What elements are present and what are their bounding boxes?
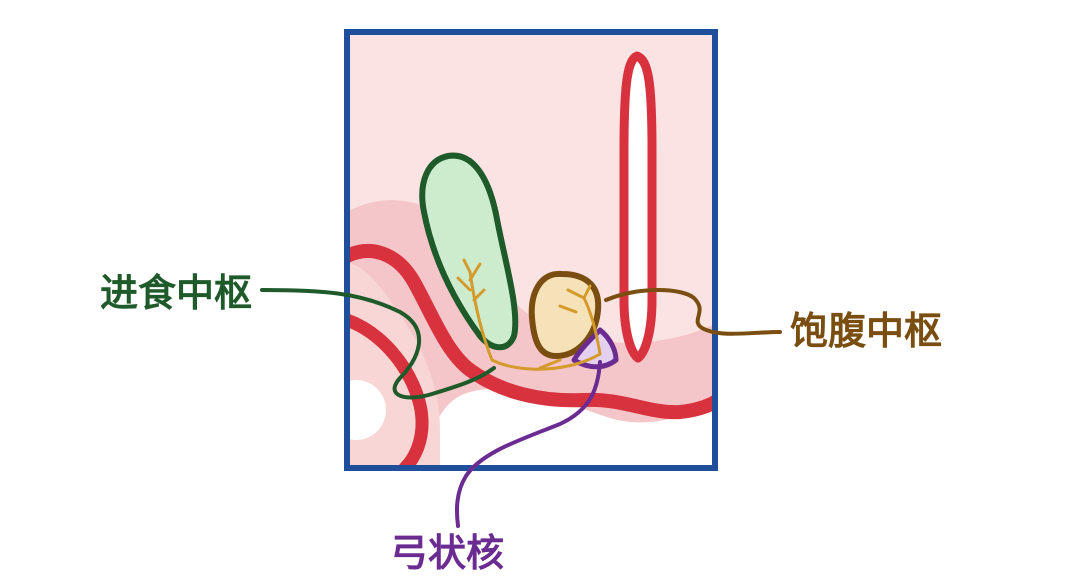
lower-white-region — [420, 388, 715, 468]
satiety-center-leader — [604, 288, 782, 336]
red-contour — [347, 244, 715, 420]
arcuate-nucleus-region — [571, 327, 619, 370]
feeding-center-label: 进食中枢 — [100, 271, 252, 315]
ventricle — [619, 51, 657, 363]
left-red-curve — [347, 313, 429, 468]
feeding-center-leader — [260, 288, 496, 400]
brain-section-panel — [344, 29, 718, 471]
left-pocket — [347, 380, 386, 440]
satiety-center-region — [528, 270, 602, 360]
panel-frame — [344, 29, 718, 471]
nerve-fibers — [456, 258, 602, 371]
arcuate-nucleus-label: 弓状核 — [390, 531, 504, 575]
satiety-center-label: 饱腹中枢 — [790, 309, 942, 353]
feeding-center-region — [419, 152, 519, 351]
arcuate-nucleus-leader — [455, 360, 602, 528]
